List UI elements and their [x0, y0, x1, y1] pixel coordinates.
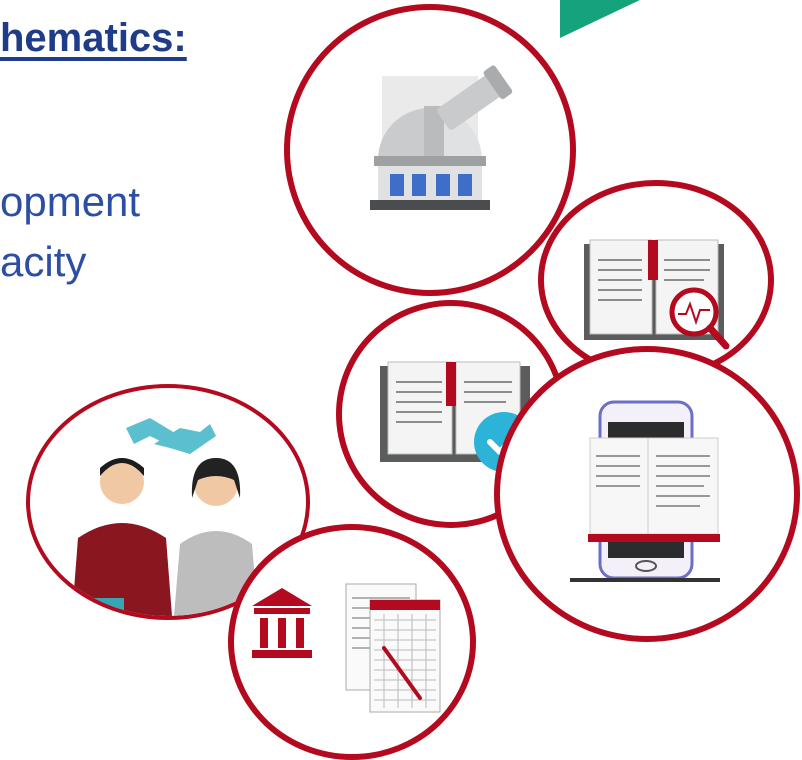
- institution-papers-circle: [228, 524, 476, 760]
- slide-heading: hematics:: [0, 16, 187, 60]
- observatory-circle: [284, 4, 576, 296]
- institution-papers-icon: [252, 583, 441, 713]
- book-magnifier-icon: [584, 239, 730, 350]
- tablet-ebook-icon: [570, 400, 720, 582]
- handshake-people-icon: [72, 418, 258, 616]
- body-text-line-1: opment: [0, 178, 141, 225]
- tablet-book-circle: [494, 346, 800, 642]
- observatory-icon: [370, 65, 513, 210]
- body-text-line-2: acity: [0, 238, 87, 285]
